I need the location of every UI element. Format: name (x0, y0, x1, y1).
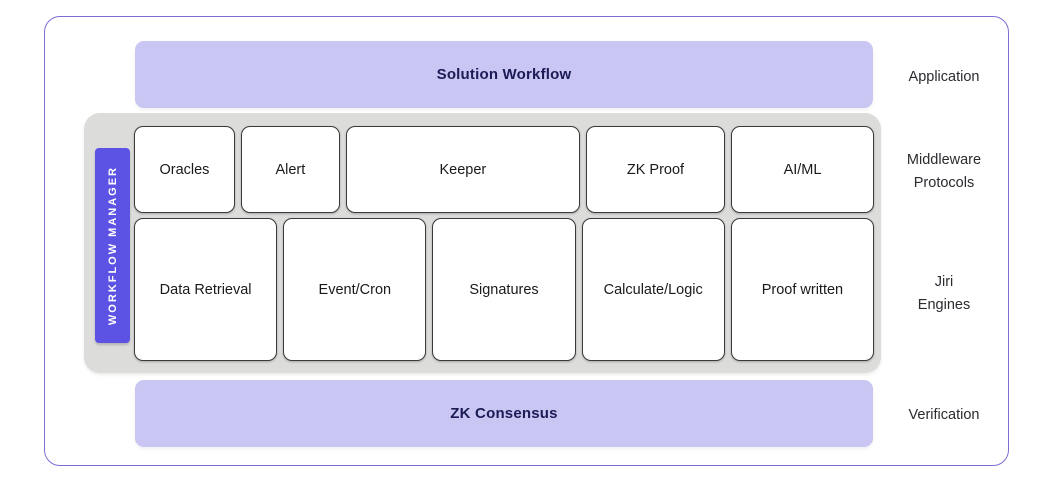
node-data-retrieval: Data Retrieval (134, 218, 278, 361)
workflow-manager-label: WORKFLOW MANAGER (106, 165, 119, 326)
layer-label-middleware-line-2: Protocols (913, 175, 975, 191)
application-banner: Solution Workflow (135, 41, 873, 108)
middleware-protocols-row: Oracles Alert Keeper ZK Proof AI/ML (134, 126, 874, 213)
application-banner-label: Solution Workflow (436, 66, 572, 83)
layer-label-jiri-line-1: Jiri (934, 274, 954, 290)
node-ai-ml: AI/ML (731, 126, 874, 213)
layer-label-application: Application (878, 66, 1010, 89)
verification-banner-label: ZK Consensus (450, 405, 558, 422)
node-signatures-label: Signatures (469, 281, 539, 298)
layer-label-jiri-line-2: Engines (917, 297, 971, 313)
layer-label-verification: Verification (878, 404, 1010, 427)
jiri-engines-row: Data Retrieval Event/Cron Signatures Cal… (134, 218, 875, 361)
node-zk-proof-label: ZK Proof (626, 161, 685, 178)
node-calculate-logic-label: Calculate/Logic (603, 281, 703, 298)
node-proof-written: Proof written (730, 218, 875, 361)
node-calculate-logic: Calculate/Logic (581, 218, 725, 361)
node-signatures: Signatures (432, 218, 576, 361)
workflow-manager-bar: WORKFLOW MANAGER (95, 148, 130, 343)
node-event-cron-label: Event/Cron (318, 281, 392, 298)
layer-label-middleware-line-1: Middleware (906, 152, 982, 168)
node-event-cron: Event/Cron (283, 218, 427, 361)
layer-label-jiri-engines: Jiri Engines (878, 271, 1010, 317)
node-keeper-label: Keeper (439, 161, 487, 178)
node-oracles-label: Oracles (159, 161, 210, 178)
node-alert-label: Alert (275, 161, 306, 178)
verification-banner: ZK Consensus (135, 380, 873, 447)
layer-label-application-line: Application (908, 69, 980, 85)
node-ai-ml-label: AI/ML (783, 161, 822, 178)
node-data-retrieval-label: Data Retrieval (159, 281, 252, 298)
node-zk-proof: ZK Proof (585, 126, 725, 213)
layer-label-middleware-protocols: Middleware Protocols (878, 149, 1010, 195)
layer-label-verification-line: Verification (908, 407, 980, 423)
node-oracles: Oracles (134, 126, 235, 213)
node-alert: Alert (240, 126, 340, 213)
node-keeper: Keeper (345, 126, 580, 213)
node-proof-written-label: Proof written (761, 281, 844, 298)
